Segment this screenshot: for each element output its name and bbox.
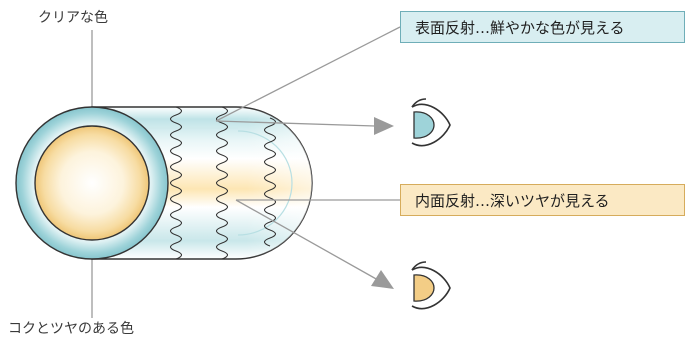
inner-deep-core [34,125,150,241]
arrowhead-icon [374,117,394,135]
eye-icon [411,261,451,310]
surface-reflection-text: 表面反射…鮮やかな色が見える [415,18,625,37]
eye-lash [411,98,427,108]
clear-color-label: クリアな色 [38,10,108,26]
internal-reflection-callout: 内面反射…深いツヤが見える [400,184,685,216]
eye-lash [411,261,427,271]
tube-end-cap [237,130,293,236]
eye-iris [413,274,435,302]
wavy-line-right [263,117,277,247]
internal-reflection-ray [235,199,379,281]
eye-icon [411,98,451,147]
internal-reflection-text: 内面反射…深いツヤが見える [415,191,610,210]
wavy-line-left [169,106,183,260]
deep-color-label: コクとツヤのある色 [8,321,134,337]
tube-cross-section [15,106,169,260]
surface-reflection-line-to-label [215,26,401,122]
eye-iris [413,111,435,139]
surface-reflection-callout: 表面反射…鮮やかな色が見える [400,11,685,43]
wavy-line-middle [215,106,229,260]
surface-reflection-ray [215,120,376,127]
arrowhead-icon [371,270,394,289]
